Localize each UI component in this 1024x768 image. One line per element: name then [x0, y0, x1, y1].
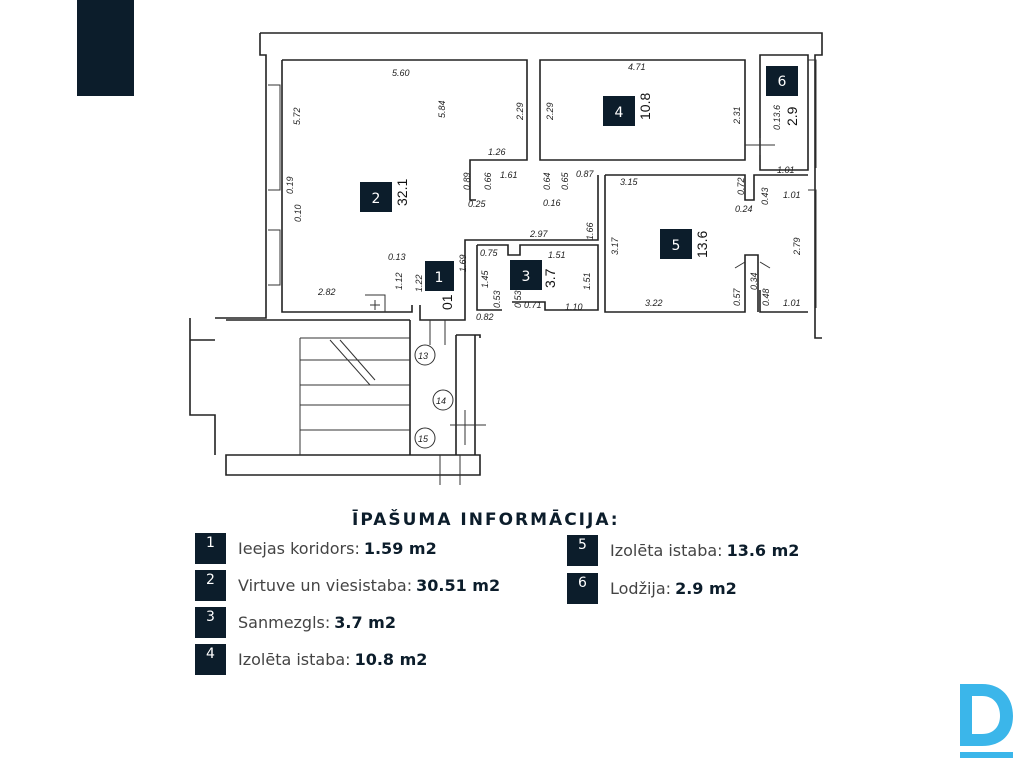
- info-item: 1 Ieejas koridors: 1.59 m2: [195, 532, 437, 564]
- svg-text:5: 5: [672, 238, 681, 254]
- svg-text:0.16: 0.16: [543, 198, 561, 208]
- room-tag-1: 1: [425, 261, 454, 291]
- svg-text:0.71: 0.71: [524, 300, 542, 310]
- item-value: 2.9 m2: [675, 578, 737, 598]
- item-value: 13.6 m2: [726, 540, 800, 560]
- svg-text:1.12: 1.12: [394, 272, 404, 290]
- svg-text:0.64: 0.64: [542, 172, 552, 190]
- svg-text:6: 6: [778, 74, 787, 90]
- svg-text:2.29: 2.29: [545, 102, 555, 121]
- svg-text:0.10: 0.10: [293, 204, 303, 222]
- svg-text:1: 1: [435, 270, 444, 286]
- item-number: 6: [567, 572, 598, 604]
- svg-text:2.97: 2.97: [529, 229, 549, 239]
- item-label: Ieejas koridors:: [238, 538, 360, 558]
- svg-text:0.72: 0.72: [736, 177, 746, 195]
- brand-logo-icon: [960, 684, 1013, 758]
- item-value: 30.51 m2: [416, 575, 501, 595]
- svg-text:3.15: 3.15: [620, 177, 639, 187]
- svg-text:1.69: 1.69: [458, 254, 468, 272]
- room-sub: 0.13.6: [772, 105, 782, 130]
- item-value: 1.59 m2: [363, 538, 437, 558]
- svg-text:0.43: 0.43: [760, 187, 770, 205]
- svg-text:0.53: 0.53: [492, 290, 502, 308]
- svg-text:4.71: 4.71: [628, 62, 646, 72]
- floor-plan: 13 14 15 1 2 3 4 5 6 32.1 10.8 3.7 13.6 …: [189, 32, 823, 485]
- svg-text:1.61: 1.61: [500, 170, 518, 180]
- room-area: 10.8: [637, 93, 653, 120]
- svg-text:0.13: 0.13: [388, 252, 406, 262]
- item-label: Lodžija:: [610, 578, 672, 598]
- room-area: 13.6: [694, 231, 710, 258]
- room-area: 01: [439, 294, 455, 310]
- svg-text:1.45: 1.45: [480, 269, 490, 288]
- corner-decoration: [77, 0, 134, 96]
- svg-text:1.01: 1.01: [783, 298, 801, 308]
- item-number: 5: [567, 534, 598, 566]
- svg-text:5.60: 5.60: [392, 68, 410, 78]
- svg-text:5.72: 5.72: [292, 107, 302, 125]
- info-item: 5 Izolēta istaba: 13.6 m2: [567, 534, 799, 566]
- item-label: Izolēta istaba:: [610, 540, 723, 560]
- item-value: 10.8 m2: [354, 649, 428, 669]
- svg-text:4: 4: [615, 105, 624, 121]
- info-item: 6 Lodžija: 2.9 m2: [567, 572, 737, 604]
- room-tag-4: 4: [603, 96, 635, 126]
- room-area: 3.7: [542, 268, 558, 288]
- item-label: Izolēta istaba:: [238, 649, 351, 669]
- svg-text:0.75: 0.75: [480, 248, 499, 258]
- svg-text:3.17: 3.17: [610, 236, 620, 255]
- svg-text:0.25: 0.25: [468, 199, 487, 209]
- svg-text:0.53: 0.53: [513, 290, 523, 308]
- svg-text:2.79: 2.79: [792, 237, 802, 256]
- svg-text:2: 2: [372, 191, 381, 207]
- svg-text:0.34: 0.34: [749, 272, 759, 290]
- item-number: 3: [195, 606, 226, 638]
- svg-text:0.82: 0.82: [476, 312, 494, 322]
- svg-text:0.48: 0.48: [761, 288, 771, 306]
- svg-text:1.51: 1.51: [582, 272, 592, 290]
- item-number: 4: [195, 643, 226, 675]
- info-title: ĪPAŠUMA INFORMĀCIJA:: [352, 510, 620, 530]
- svg-text:2.82: 2.82: [317, 287, 336, 297]
- info-item: 2 Virtuve un viesistaba: 30.51 m2: [195, 569, 500, 601]
- svg-text:1.10: 1.10: [565, 302, 583, 312]
- room-area: 2.9: [784, 106, 800, 126]
- svg-text:0.89: 0.89: [462, 172, 472, 190]
- item-label: Sanmezgls:: [238, 612, 331, 632]
- stair-label: 15: [418, 434, 429, 444]
- stair-label: 13: [418, 351, 428, 361]
- svg-text:0.19: 0.19: [285, 176, 295, 194]
- svg-text:0.57: 0.57: [732, 287, 742, 306]
- dimension-labels: 5.60 5.84 5.72 2.29 2.29 4.71 2.31 1.26 …: [285, 62, 802, 322]
- item-value: 3.7 m2: [334, 612, 396, 632]
- room-tag-6: 6: [766, 66, 798, 96]
- stair-label: 14: [436, 396, 446, 406]
- room-tag-2: 2: [360, 182, 392, 212]
- svg-text:0.66: 0.66: [483, 172, 493, 190]
- svg-text:1.26: 1.26: [488, 147, 506, 157]
- svg-text:0.87: 0.87: [576, 169, 595, 179]
- room-tag-5: 5: [660, 229, 692, 259]
- item-number: 2: [195, 569, 226, 601]
- svg-text:1.66: 1.66: [585, 222, 595, 240]
- info-item: 3 Sanmezgls: 3.7 m2: [195, 606, 396, 638]
- svg-text:3: 3: [522, 269, 531, 285]
- svg-text:5.84: 5.84: [437, 100, 447, 118]
- svg-text:1.01: 1.01: [777, 165, 795, 175]
- item-label: Virtuve un viesistaba:: [238, 575, 413, 595]
- svg-text:3.22: 3.22: [645, 298, 663, 308]
- svg-text:2.31: 2.31: [732, 106, 742, 125]
- svg-text:2.29: 2.29: [515, 102, 525, 121]
- item-number: 1: [195, 532, 226, 564]
- svg-text:0.65: 0.65: [560, 171, 570, 190]
- svg-text:1.22: 1.22: [414, 274, 424, 292]
- svg-text:1.01: 1.01: [783, 190, 801, 200]
- info-item: 4 Izolēta istaba: 10.8 m2: [195, 643, 427, 675]
- room-area: 32.1: [394, 179, 410, 206]
- svg-text:0.24: 0.24: [735, 204, 753, 214]
- room-tag-3: 3: [510, 260, 542, 290]
- svg-text:1.51: 1.51: [548, 250, 566, 260]
